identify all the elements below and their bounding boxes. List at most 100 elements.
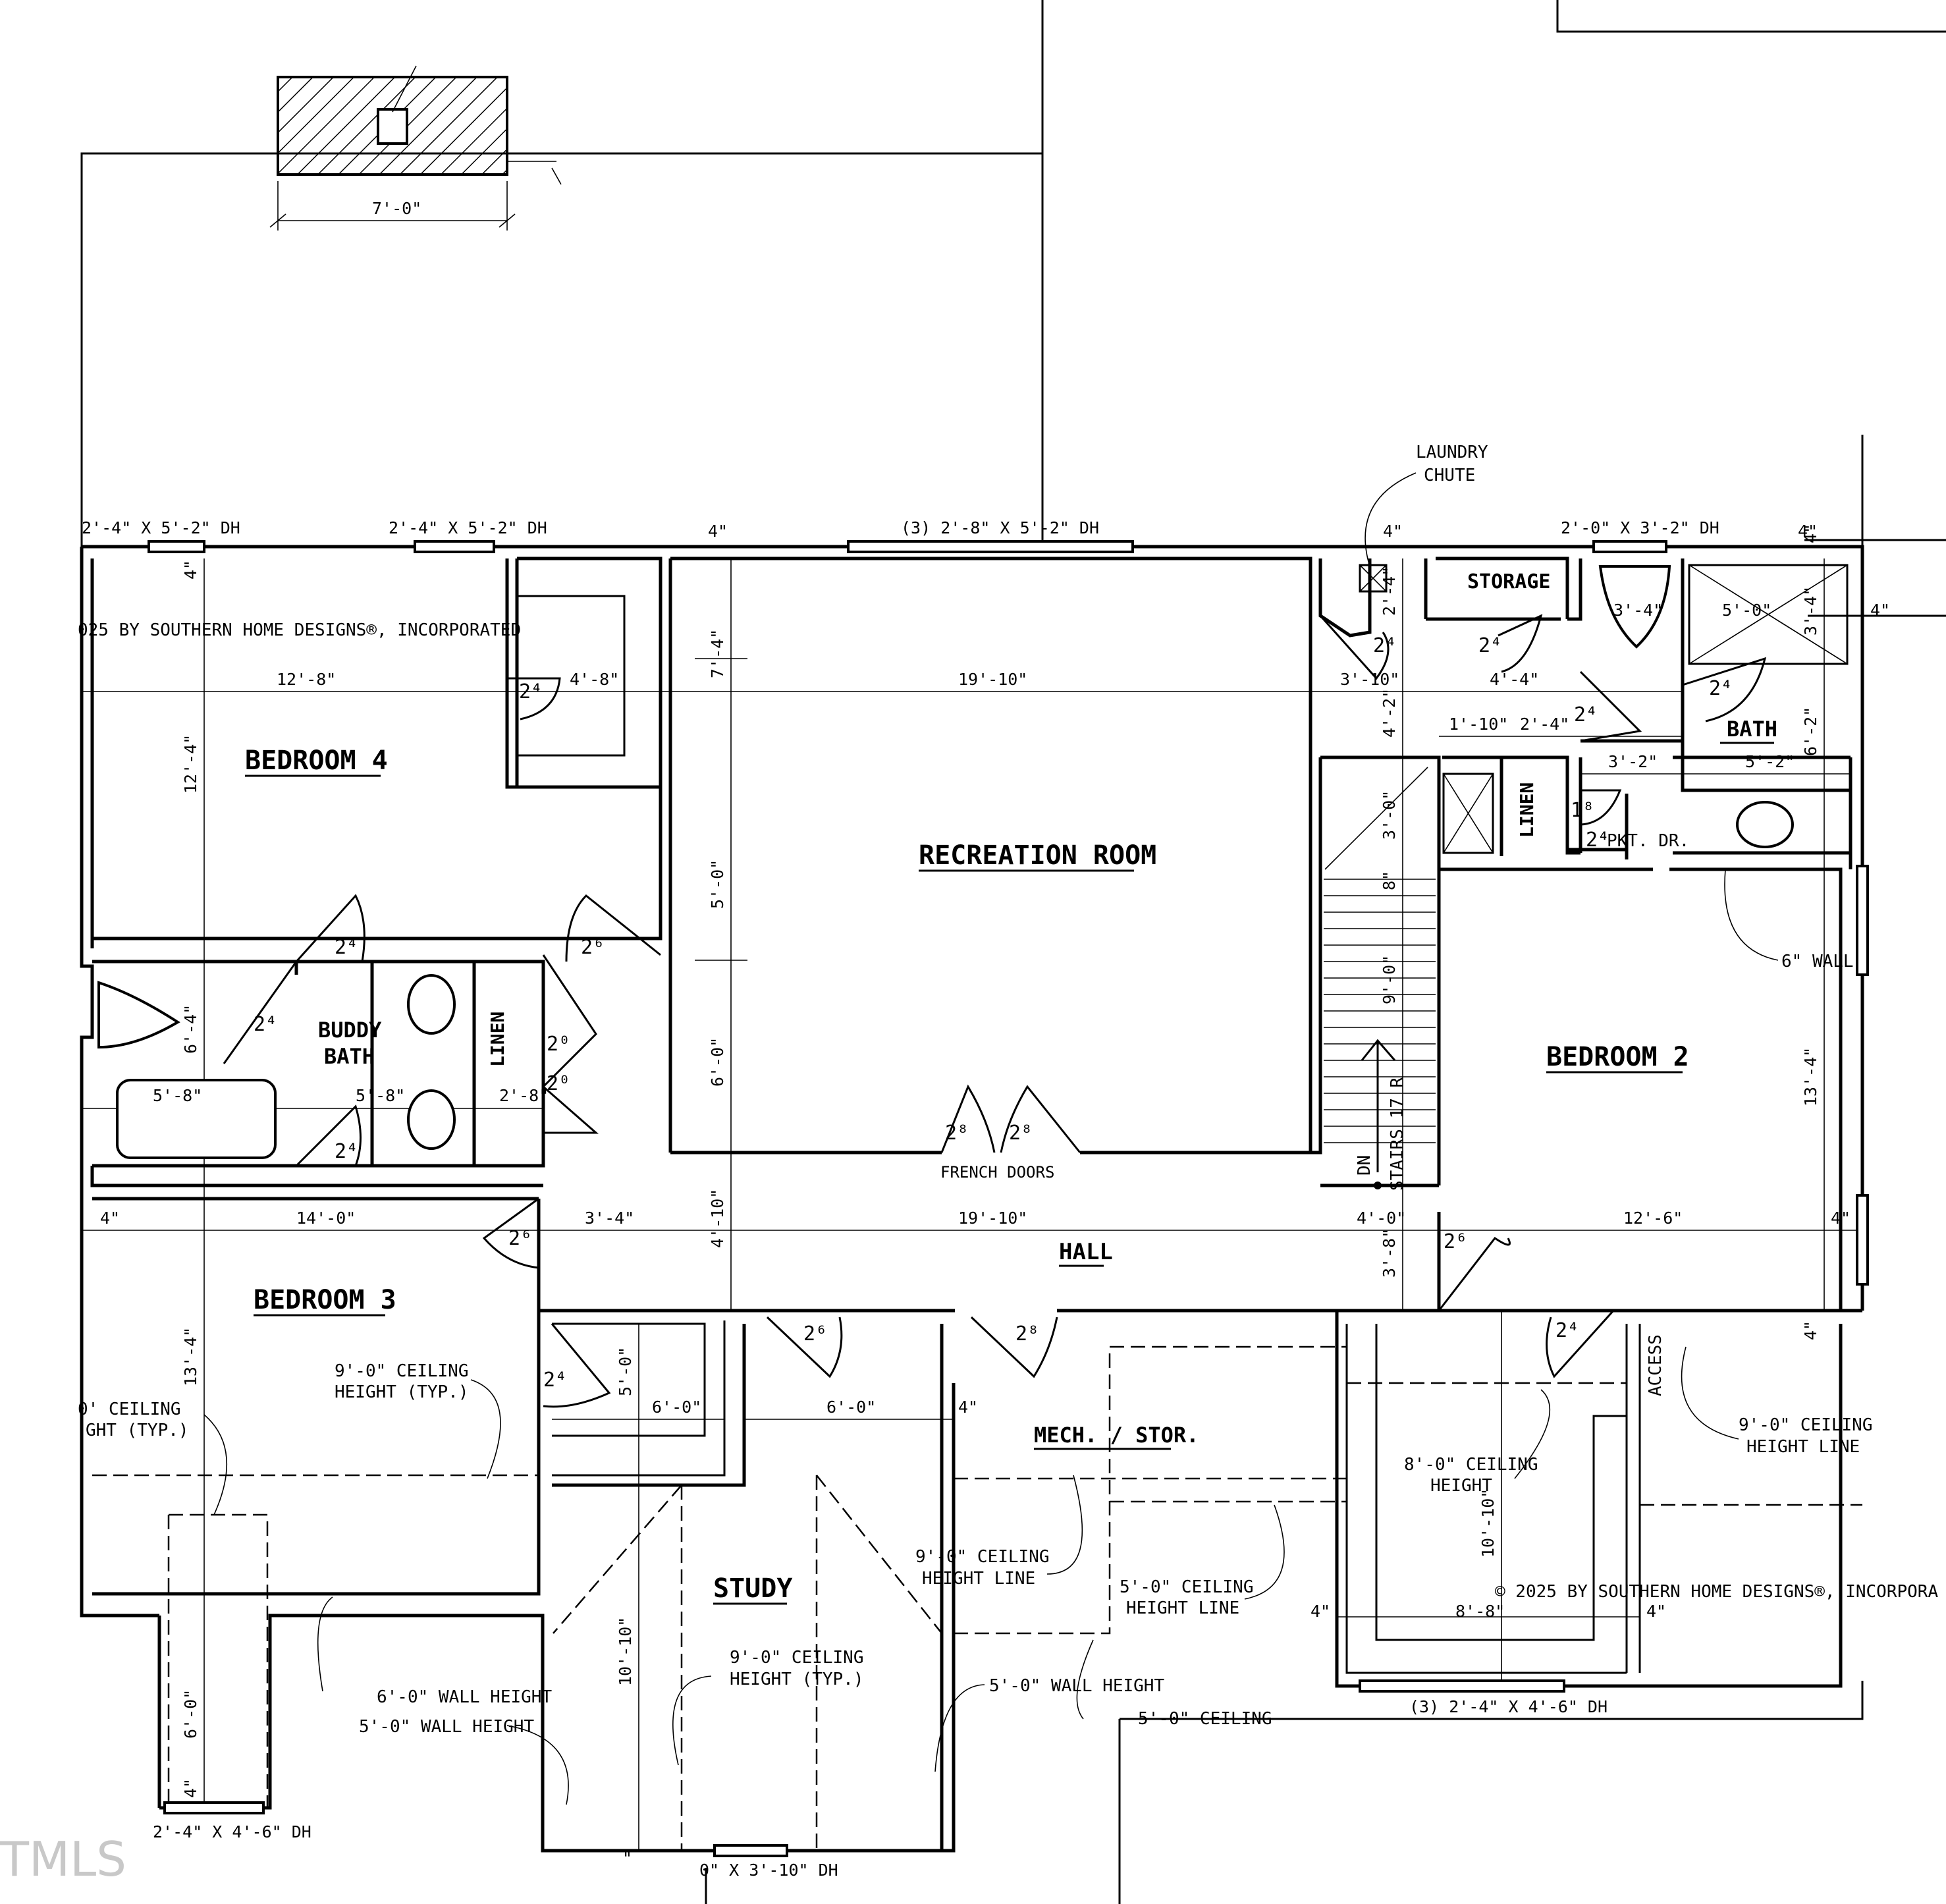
mech-stor-label: MECH. / STOR.: [1034, 1423, 1199, 1448]
bathtub-icon: [116, 1079, 277, 1159]
dim-6-2: 6'-2": [1801, 707, 1820, 756]
door-label-21: 2⁴: [1586, 829, 1609, 852]
six-inch-wall-label: 6" WALL: [1781, 952, 1854, 971]
bedroom-2-label: BEDROOM 2: [1546, 1042, 1689, 1072]
dim-3-4a: 3'-4": [1613, 601, 1663, 620]
window-label-4: 2'-0" X 3'-2" DH: [1561, 518, 1719, 537]
ceiling-right-2: HEIGHT LINE: [1746, 1437, 1860, 1457]
door-label-18: 2⁴: [1574, 703, 1598, 726]
dim-19-10-top: 19'-10": [958, 670, 1027, 689]
dimension-labels: 7'-0" 12'-8" 4'-8" 19'-10" 3'-10" 4'-4" …: [100, 199, 1890, 1868]
pocket-door-label: PKT. DR.: [1607, 831, 1689, 851]
door-label-5: 2⁰: [547, 1033, 570, 1056]
door-label-2: 2⁴: [335, 936, 358, 959]
dim-4in-bl: 4": [181, 560, 200, 580]
window-labels: 2'-4" X 5'-2" DH 2'-4" X 5'-2" DH (3) 2'…: [82, 518, 1719, 1880]
dim-9-0: 9'-0": [1380, 955, 1399, 1004]
stair-arrow-icon: [1361, 1039, 1396, 1189]
dim-6-0h2: 6'-0": [826, 1398, 876, 1417]
study-label: STUDY: [713, 1573, 792, 1604]
hall-label: HALL: [1059, 1239, 1113, 1265]
sink-right-icon: [1736, 801, 1794, 848]
dim-12-4: 12'-4": [181, 734, 200, 794]
shower-icon: [1688, 564, 1849, 665]
laundry-chute-icon: [1359, 564, 1388, 593]
ceiling-study-2: HEIGHT (TYP.): [730, 1670, 864, 1689]
dim-3-10: 3'-10": [1340, 670, 1399, 689]
door-label-19: 2⁴: [1709, 677, 1733, 700]
door-label-15: 2⁴: [1555, 1319, 1579, 1342]
dim-10-10s: 10'-10": [616, 1617, 635, 1686]
shelf-unit-icon: [1442, 773, 1494, 854]
dim-4in-top4: 4": [1801, 524, 1820, 543]
copyright-top: 025 BY SOUTHERN HOME DESIGNS®, INCORPORA…: [78, 620, 521, 640]
dim-4-2: 4'-2": [1380, 688, 1399, 738]
dim-12-6: 12'-6": [1623, 1209, 1683, 1228]
door-label-3: 2⁶: [581, 936, 605, 959]
bedroom-4-label: BEDROOM 4: [245, 746, 388, 776]
ceiling-5-bottom: 5'-0" CEILING: [1138, 1709, 1272, 1729]
window-label-7: 0" X 3'-10" DH: [699, 1861, 838, 1880]
door-label-1: 2⁴: [519, 680, 543, 703]
roof-outline: [80, 0, 1946, 1904]
fixtures: [97, 564, 1849, 1159]
interior-walls: [90, 557, 1852, 1851]
dim-10-10r: 10'-10": [1478, 1488, 1498, 1558]
door-label-6: 2⁰: [547, 1072, 570, 1095]
dim-5-2: 5'-2": [1745, 752, 1795, 771]
door-label-7: 2⁴: [335, 1140, 358, 1163]
dim-2-8: 2'-8": [499, 1086, 549, 1105]
french-doors-label: FRENCH DOORS: [940, 1163, 1054, 1182]
ceiling-b3-left-2: GHT (TYP.): [86, 1421, 189, 1440]
buddy-bath-label-1: BUDDY: [318, 1018, 382, 1043]
ceiling-lines: [92, 1346, 1862, 1851]
down-label: DN: [1355, 1155, 1374, 1176]
window-label-1: 2'-4" X 5'-2" DH: [82, 518, 240, 537]
dim-4in-l: 4": [100, 1209, 120, 1228]
dim-14-0: 14'-0": [296, 1209, 356, 1228]
dim-19-10-hall: 19'-10": [958, 1209, 1027, 1228]
dim-5-0a: 5'-0": [1722, 601, 1771, 620]
door-label-16: 2⁴: [1373, 634, 1397, 657]
notes: 025 BY SOUTHERN HOME DESIGNS®, INCORPORA…: [0, 443, 1938, 1887]
ceiling-5-1: 5'-0" CEILING: [1120, 1577, 1254, 1597]
dim-3-8: 3'-8": [1380, 1228, 1399, 1278]
ceiling-study-1: 9'-0" CEILING: [730, 1648, 864, 1668]
door-label-20: 1⁸: [1571, 799, 1594, 822]
dim-4in-c: 4": [1801, 1320, 1820, 1340]
dim-7-4: 7'-4": [708, 629, 727, 678]
copyright-bottom: © 2025 BY SOUTHERN HOME DESIGNS®, INCORP…: [1495, 1582, 1938, 1602]
door-label-9: 2⁸: [1009, 1122, 1033, 1145]
ceiling-b3-1: 9'-0" CEILING: [335, 1361, 469, 1381]
door-label-17: 2⁴: [1478, 634, 1502, 657]
storage-label: STORAGE: [1467, 570, 1550, 593]
dim-6-4: 6'-4": [181, 1004, 200, 1054]
dim-4-4: 4'-4": [1490, 670, 1539, 689]
toilet-left-icon: [97, 981, 180, 1049]
stairs-label: STAIRS 17 R: [1388, 1077, 1407, 1191]
wall-5ft-label: 5'-0" WALL HEIGHT: [359, 1717, 534, 1737]
dim-4in-d: 4": [181, 1778, 200, 1798]
bath-label: BATH: [1727, 717, 1777, 742]
dim-8-8: 8'-8": [1455, 1602, 1505, 1621]
chimney: [269, 65, 562, 231]
laundry-chute-label-2: CHUTE: [1424, 466, 1475, 485]
wall-5ft-b-label: 5'-0" WALL HEIGHT: [989, 1676, 1164, 1696]
ceiling-8-2: HEIGHT: [1430, 1476, 1492, 1496]
windows: [148, 540, 1869, 1857]
dim-4in-b: 4": [1646, 1602, 1666, 1621]
dim-12-8: 12'-8": [277, 670, 336, 689]
dim-4in-r: 4": [1870, 601, 1890, 620]
buddy-bath-label-2: BATH: [324, 1044, 375, 1069]
dim-2-4: 2'-4": [1520, 715, 1569, 734]
laundry-chute-label-1: LAUNDRY: [1416, 443, 1488, 462]
bedroom-3-label: BEDROOM 3: [254, 1285, 396, 1315]
window-label-3: (3) 2'-8" X 5'-2" DH: [901, 518, 1099, 537]
dim-3-4b: 3'-4": [1801, 586, 1820, 636]
dim-4-10: 4'-10": [708, 1189, 727, 1248]
stair-treads: [1324, 879, 1436, 1143]
dim-4-8: 4'-8": [570, 670, 619, 689]
dim-4in-r2: 4": [1831, 1209, 1851, 1228]
ceiling-8-1: 8'-0" CEILING: [1404, 1455, 1538, 1475]
